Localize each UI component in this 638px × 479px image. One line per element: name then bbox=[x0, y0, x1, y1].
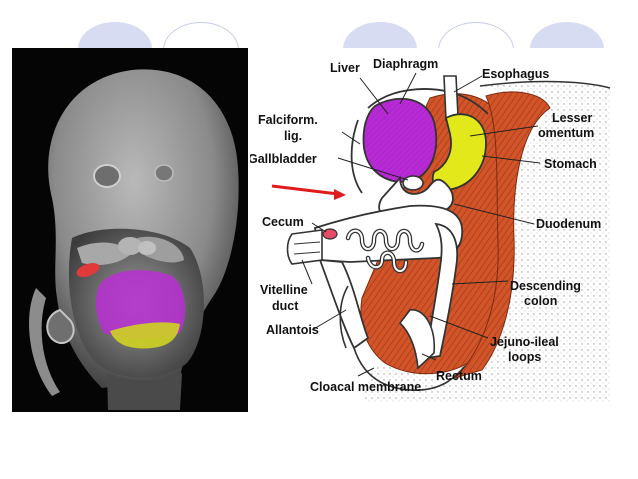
embryo-eye bbox=[93, 164, 121, 188]
esophagus-shape bbox=[443, 75, 459, 122]
label-liver: Liver bbox=[330, 61, 360, 75]
label-rectum: Rectum bbox=[436, 369, 482, 383]
label-cecum: Cecum bbox=[262, 215, 304, 229]
label-vitelline-1: Vitelline bbox=[260, 283, 308, 297]
label-allantois: Allantois bbox=[266, 323, 319, 337]
photo-stomach-highlight bbox=[110, 322, 180, 349]
label-duodenum: Duodenum bbox=[536, 217, 601, 231]
label-esophagus: Esophagus bbox=[482, 67, 549, 81]
label-lesser-omentum-1: Lesser bbox=[552, 111, 592, 125]
red-arrow-indicator bbox=[271, 184, 346, 200]
cecum-shape bbox=[322, 228, 338, 240]
label-stomach: Stomach bbox=[544, 157, 597, 171]
colon-shape bbox=[424, 222, 458, 360]
label-descending-1: Descending bbox=[510, 279, 581, 293]
label-cloacal-membrane: Cloacal membrane bbox=[310, 380, 421, 394]
label-gallbladder: Gallbladder bbox=[250, 152, 317, 166]
label-falciform-1: Falciform. bbox=[258, 113, 318, 127]
embryo-sem-photo bbox=[12, 48, 248, 412]
label-jejuno-ileal-1: Jejuno-ileal bbox=[490, 335, 559, 349]
gallbladder-shape bbox=[402, 175, 424, 191]
label-vitelline-2: duct bbox=[272, 299, 299, 313]
label-falciform-2: lig. bbox=[284, 129, 302, 143]
leader-lines bbox=[301, 72, 541, 377]
label-lesser-omentum-2: omentum bbox=[538, 126, 594, 140]
embryo-photo-graphic bbox=[12, 48, 248, 412]
diagram-graphic: Liver Diaphragm Esophagus Falciform. lig… bbox=[250, 57, 611, 403]
vitelline-duct bbox=[286, 229, 323, 265]
photo-gallbladder-highlight bbox=[76, 263, 100, 277]
photo-liver-highlight bbox=[96, 270, 186, 339]
label-diaphragm: Diaphragm bbox=[373, 57, 438, 71]
digestive-tract-diagram: Liver Diaphragm Esophagus Falciform. lig… bbox=[250, 48, 615, 412]
label-descending-2: colon bbox=[524, 294, 557, 308]
label-jejuno-ileal-2: loops bbox=[508, 350, 541, 364]
